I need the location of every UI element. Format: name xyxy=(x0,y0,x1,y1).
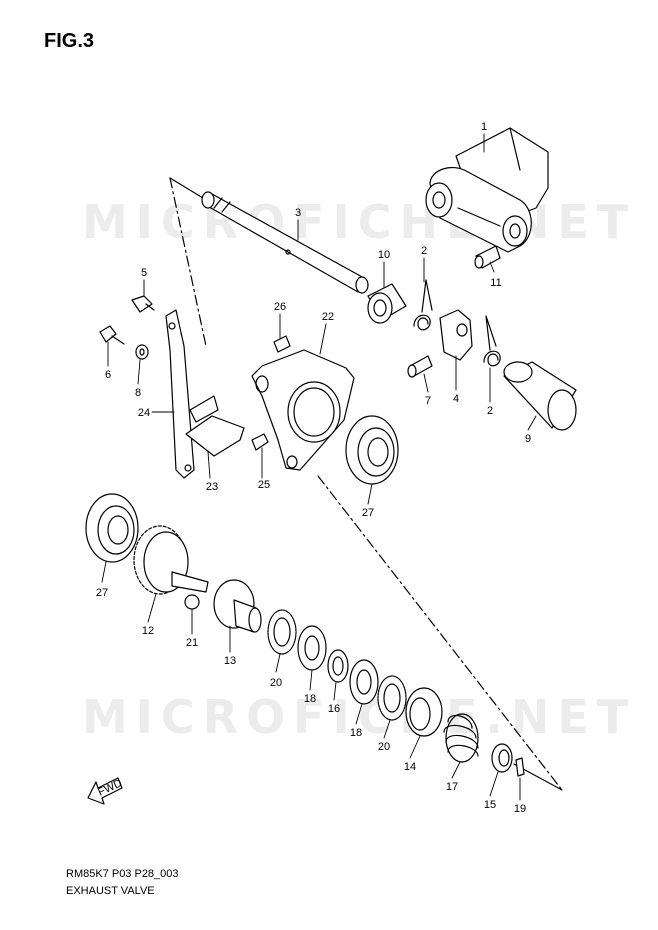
callout-15: 15 xyxy=(484,799,496,811)
part-8-washer xyxy=(135,344,149,360)
callout-6: 6 xyxy=(105,369,111,381)
callout-27-left: 27 xyxy=(96,587,108,599)
callout-12: 12 xyxy=(142,625,154,637)
callout-22: 22 xyxy=(322,311,334,323)
figure-name: EXHAUST VALVE xyxy=(66,885,155,897)
callout-27-right: 27 xyxy=(362,507,374,519)
part-10-bush xyxy=(367,283,407,324)
callout-1: 1 xyxy=(481,121,487,133)
part-17-spring xyxy=(443,713,479,763)
fwd-arrow-icon xyxy=(87,777,123,805)
callout-26: 26 xyxy=(274,301,286,313)
callout-18-lower: 18 xyxy=(350,727,362,739)
part-2-spring-upper xyxy=(413,279,433,331)
callout-18-upper: 18 xyxy=(304,693,316,705)
part-15-clip xyxy=(491,743,513,773)
callout-20-lower: 20 xyxy=(378,741,390,753)
part-24-rod xyxy=(165,309,195,479)
callout-17: 17 xyxy=(446,781,458,793)
callout-24: 24 xyxy=(138,407,150,419)
figure-title: FIG.3 xyxy=(44,30,95,52)
part-6-bolt xyxy=(99,325,125,345)
leader-lines xyxy=(101,133,537,801)
part-3-shaft xyxy=(201,191,369,294)
part-5-nut xyxy=(131,295,155,313)
callout-2-upper: 2 xyxy=(421,245,427,257)
callout-7: 7 xyxy=(425,395,431,407)
callout-4: 4 xyxy=(453,393,459,405)
part-21-ball xyxy=(184,594,200,610)
part-16-collar xyxy=(327,649,349,683)
callout-25: 25 xyxy=(258,479,270,491)
part-27-bearing-left xyxy=(85,493,139,563)
part-14-cap xyxy=(405,687,443,737)
part-12-gear xyxy=(133,525,209,595)
callout-13: 13 xyxy=(224,655,236,667)
part-4-lever xyxy=(439,309,473,361)
callout-3: 3 xyxy=(295,207,301,219)
callout-23: 23 xyxy=(206,481,218,493)
part-1-valve-housing xyxy=(425,127,549,253)
part-25-screw xyxy=(251,433,269,451)
part-20-bearing-upper xyxy=(267,609,297,655)
callout-11: 11 xyxy=(490,277,501,289)
callout-9: 9 xyxy=(525,433,531,445)
part-11-bolt xyxy=(474,245,501,269)
figure-code: RM85K7 P03 P28_003 xyxy=(66,868,179,880)
callout-20-upper: 20 xyxy=(270,677,282,689)
part-2-spring-lower xyxy=(483,315,501,367)
callout-10: 10 xyxy=(378,249,390,261)
part-19-pin xyxy=(515,757,525,777)
part-27-bearing-right xyxy=(345,415,399,485)
part-20-bearing-lower xyxy=(377,675,407,721)
callout-5: 5 xyxy=(141,267,147,279)
part-22-plate xyxy=(251,349,355,471)
part-26-screw xyxy=(273,335,291,353)
part-7-screw xyxy=(407,355,433,378)
part-18-washer-upper xyxy=(297,625,327,671)
callout-14: 14 xyxy=(404,761,416,773)
part-23-bracket xyxy=(185,395,245,457)
part-9-sleeve xyxy=(503,361,577,431)
fwd-label: FWD xyxy=(96,777,124,798)
callout-8: 8 xyxy=(135,387,141,399)
callout-2-lower: 2 xyxy=(487,405,493,417)
callout-21: 21 xyxy=(186,637,198,649)
callout-19: 19 xyxy=(514,803,526,815)
part-13-spacer xyxy=(213,579,262,633)
part-18-washer-lower xyxy=(349,659,379,705)
callout-16: 16 xyxy=(328,703,340,715)
